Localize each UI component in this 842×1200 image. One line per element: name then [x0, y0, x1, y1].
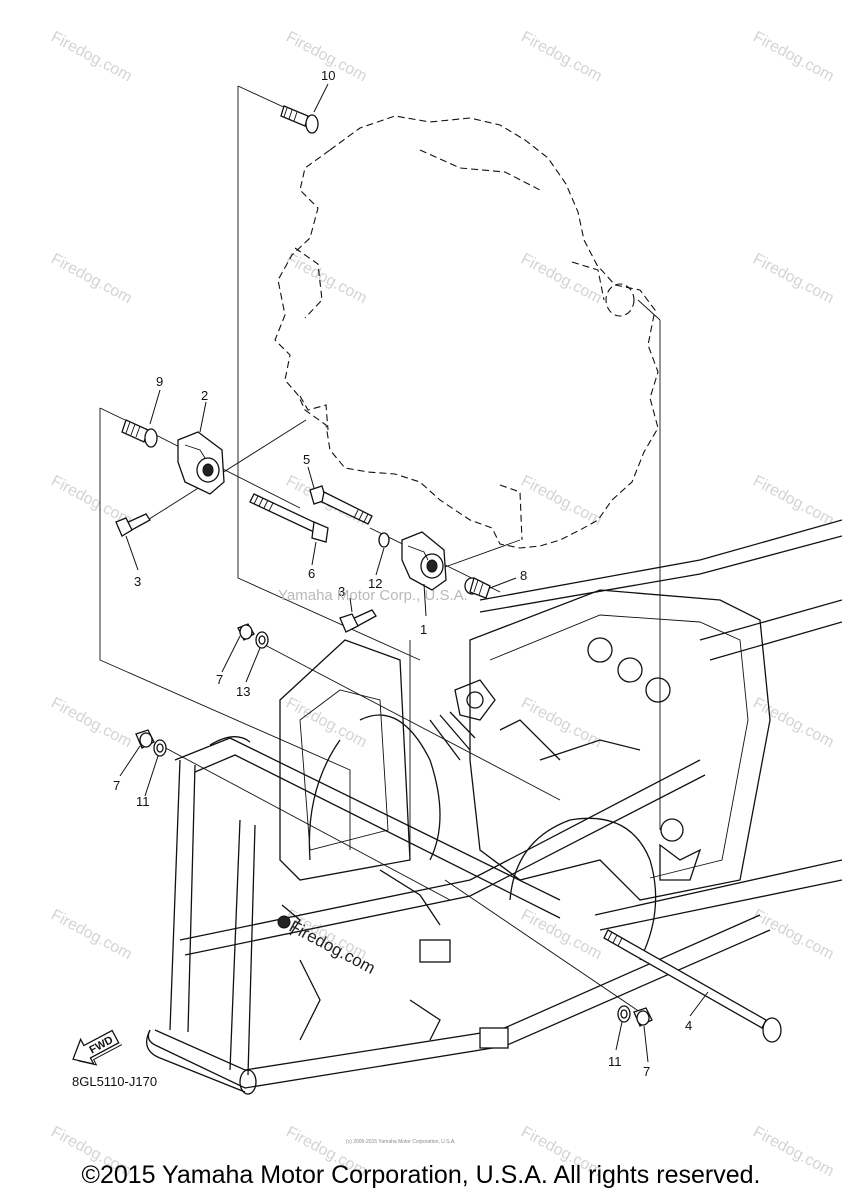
copyright-notice: ©2015 Yamaha Motor Corporation, U.S.A. A…	[81, 1161, 761, 1189]
footer-small-text: (c) 2005-2015 Yamaha Motor Corporation, …	[346, 1139, 456, 1145]
bolt-axis	[444, 879, 641, 1013]
mount-bracket-2	[177, 431, 225, 495]
watermark: Firedog.com	[750, 473, 836, 530]
callout-7-left: 7	[113, 778, 120, 793]
nut-7-left	[135, 729, 155, 749]
callout-12: 12	[368, 576, 382, 591]
engine-outline	[274, 115, 659, 549]
engine-detail	[299, 395, 329, 431]
callout-11-left: 11	[136, 794, 150, 809]
engine-port	[605, 283, 635, 317]
watermark: Firedog.com	[518, 473, 604, 530]
watermark-grid: Firedog.com Firedog.com Firedog.com Fire…	[48, 29, 836, 1181]
reference-line	[237, 86, 421, 661]
watermark: Firedog.com	[48, 907, 134, 964]
watermark: Firedog.com	[750, 907, 836, 964]
callout-7-upper: 7	[216, 672, 223, 687]
callout-3-left: 3	[134, 574, 141, 589]
fwd-arrow-icon: FWD	[72, 1029, 123, 1066]
watermark: Firedog.com	[518, 29, 604, 86]
washer-11-right	[617, 1005, 631, 1023]
callout-10: 10	[321, 68, 335, 83]
engine-detail	[419, 149, 541, 191]
bolt-axis	[159, 744, 451, 901]
callout-5: 5	[303, 452, 310, 467]
bolt-axis	[149, 431, 301, 509]
bolt-3-center	[339, 609, 377, 633]
washer-11-left	[153, 739, 167, 757]
reference-line	[99, 408, 351, 850]
fwd-label: FWD	[87, 1034, 115, 1056]
watermark: Firedog.com	[518, 907, 604, 964]
bolt-axis	[264, 644, 561, 801]
callout-13: 13	[236, 684, 250, 699]
callout-6: 6	[308, 566, 315, 581]
watermark: Firedog.com	[48, 251, 134, 308]
bolt-5	[309, 485, 373, 525]
engine-detail	[499, 484, 523, 541]
nut-7-upper	[237, 623, 255, 641]
engine-detail	[294, 247, 323, 319]
reference-line	[637, 299, 661, 321]
washer-13	[255, 631, 269, 649]
watermark: Firedog.com	[750, 29, 836, 86]
frame	[146, 519, 842, 1095]
diagram-code: 8GL5110-J170	[72, 1074, 157, 1089]
callout-1: 1	[420, 622, 427, 637]
callouts: 10 9 2 5 3 6 12 3 8 1 7 13 7 11 4 11 7	[113, 68, 692, 1079]
nut-7-right	[633, 1007, 653, 1027]
mount-bracket-1	[401, 531, 447, 591]
watermark: Firedog.com	[48, 29, 134, 86]
callout-8: 8	[520, 568, 527, 583]
watermark: Firedog.com	[283, 695, 369, 752]
watermark: Firedog.com	[750, 695, 836, 752]
watermark: Firedog.com	[283, 251, 369, 308]
leader-lines	[119, 83, 709, 1063]
callout-4: 4	[685, 1018, 692, 1033]
bolt-3-left	[115, 513, 151, 537]
nut-8	[464, 577, 491, 599]
bolt-6	[249, 493, 329, 543]
watermark: Firedog.com	[518, 251, 604, 308]
bolt-10	[280, 105, 319, 134]
bolt-9	[121, 419, 158, 448]
watermark: Firedog.com	[48, 695, 134, 752]
reference-line	[99, 407, 126, 421]
callout-7-right: 7	[643, 1064, 650, 1079]
callout-3-center: 3	[338, 584, 345, 599]
bolt-4	[603, 929, 782, 1043]
callout-2: 2	[201, 388, 208, 403]
engine-detail	[571, 261, 605, 301]
callout-11-right: 11	[608, 1054, 622, 1069]
watermark: Firedog.com	[750, 251, 836, 308]
center-watermark: Yamaha Motor Corp., U.S.A.	[278, 587, 468, 604]
callout-9: 9	[156, 374, 163, 389]
washer-12	[378, 532, 390, 548]
